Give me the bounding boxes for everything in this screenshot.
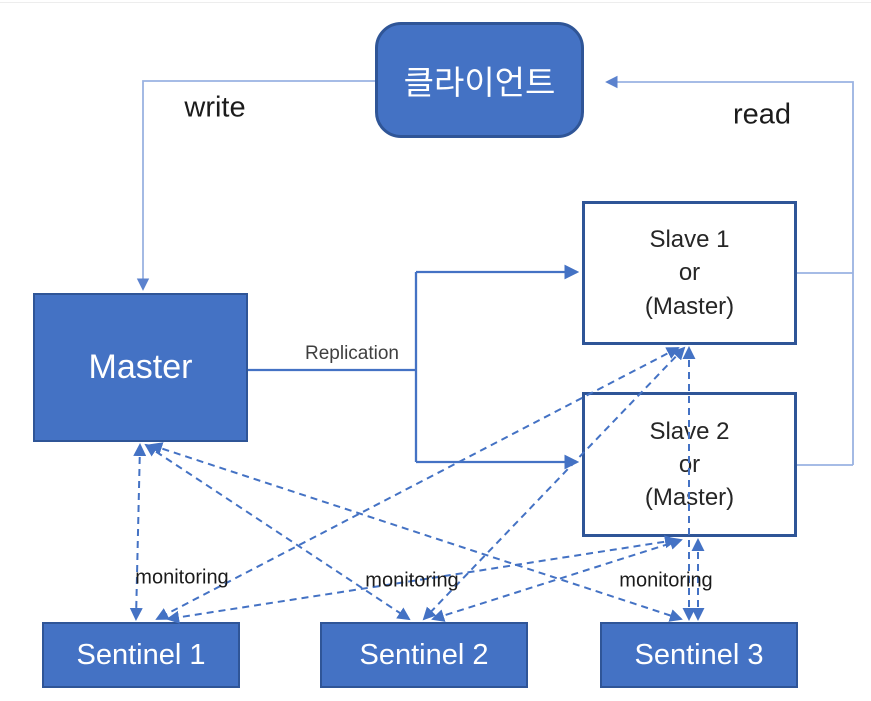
slave1-line3: (Master) [644,292,735,320]
sentinel3-node: Sentinel 3 [600,622,798,688]
monitoring-label-3: monitoring [619,569,713,592]
write-label: write [184,91,246,124]
client-node-label: 클라이언트 [403,64,556,101]
sentinel1-node-label: Sentinel 1 [76,638,206,671]
master-node: Master [33,293,248,442]
sentinel2-node-label: Sentinel 2 [359,638,489,671]
replication-label: Replication [305,343,399,364]
read-label: read [732,98,792,131]
sentinel1-node: Sentinel 1 [42,622,240,688]
monitoring-label-2: monitoring [365,569,459,592]
replication-connector [248,264,580,470]
slave1-line2: or [678,259,701,287]
slave2-line3: (Master) [644,484,735,512]
top-divider [0,2,871,3]
sentinel2-node: Sentinel 2 [320,622,528,688]
client-node: 클라이언트 [375,22,584,138]
slave2-line1: Slave 2 [649,417,730,445]
slave2-node: Slave 2 or (Master) [582,392,797,537]
monitoring-label-1: monitoring [135,566,229,589]
slave2-line2: or [678,450,701,478]
slave1-line1: Slave 1 [649,226,730,254]
edge-master-sentinel1 [129,443,147,621]
edge-master-sentinel2 [144,443,411,621]
slave1-node: Slave 1 or (Master) [582,201,797,345]
master-node-label: Master [88,348,193,386]
sentinel3-node-label: Sentinel 3 [634,638,764,671]
write-connector [136,80,375,291]
